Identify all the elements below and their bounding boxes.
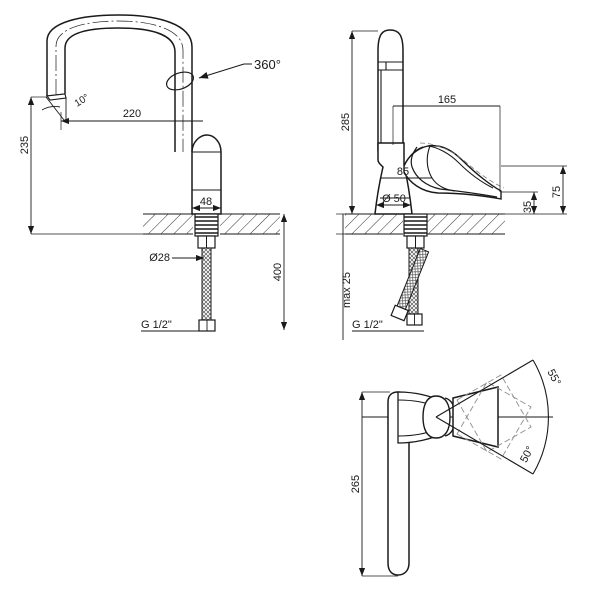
label-reach-220: 220: [123, 108, 141, 120]
view-front-elevation-right: 285 max 25 165 85 Ø 50: [336, 29, 567, 340]
label-body-height-35: 35: [522, 201, 534, 213]
view-side-elevation-left: 360°: [19, 14, 288, 332]
dimension-35: [501, 191, 538, 214]
faucet-body-right: [374, 142, 413, 215]
dimension-10deg: [41, 96, 67, 122]
lever-top-seam: [427, 145, 494, 189]
label-rotation-360: 360°: [254, 57, 281, 72]
handle-phantom-down: [456, 381, 532, 460]
shank-assembly-right: [403, 213, 428, 249]
label-hose-400: 400: [272, 263, 284, 281]
spout-inner-contour: [64, 27, 176, 152]
label-spout-height-75: 75: [551, 186, 563, 198]
label-base-dia-50: Ø 50: [382, 193, 406, 205]
dimension-max25: [336, 213, 348, 340]
label-counter-max25: max 25: [341, 272, 353, 308]
shank-threads-right: [404, 216, 427, 234]
hose-angled-nut: [390, 304, 409, 322]
lever-under-contour: [410, 146, 498, 198]
dimension-265: [358, 391, 398, 577]
hose-braid: [201, 247, 212, 321]
dimension-285: [348, 30, 378, 214]
sector-arc: [532, 359, 549, 475]
spout-centerline: [55, 20, 184, 152]
label-lever-reach-165: 165: [438, 94, 456, 106]
body-outline-right: [374, 142, 413, 215]
dimension-220: [60, 112, 203, 130]
swivel-joint-ellipse: [165, 71, 195, 91]
label-thread-g12-left: G 1/2": [141, 319, 172, 331]
leader-360: [198, 63, 252, 79]
faucet-body-left: [191, 134, 222, 215]
handle-cone-outline: [452, 386, 499, 448]
handle-phantom-up: [456, 374, 532, 453]
sector-radial-down: [435, 416, 534, 475]
lever-neck: [403, 146, 424, 167]
spout-column-outline: [377, 29, 404, 151]
label-total-height-285: 285: [340, 113, 352, 131]
label-height-235: 235: [19, 136, 31, 154]
plan-handle-phantom-positions: [456, 374, 532, 460]
sector-radial-up: [435, 359, 534, 418]
label-shank-dia-28: Ø28: [149, 252, 170, 264]
flexible-hoses-right: [390, 247, 430, 326]
label-plan-length-265: 265: [350, 475, 362, 493]
plan-handle-cone: [452, 386, 499, 448]
shank-threads: [195, 216, 218, 234]
label-thread-g12-right: G 1/2": [352, 319, 383, 331]
plan-swivel-sector: [435, 359, 549, 475]
dimension-75: [501, 165, 567, 215]
dimension-165: [392, 105, 501, 192]
label-handle-offset-85: 85: [397, 166, 409, 178]
label-body-width-48: 48: [200, 196, 212, 208]
dimension-235: [27, 96, 143, 235]
handle-lever-assembly: [403, 144, 502, 200]
spout-column-right: [377, 29, 404, 151]
view-top-plan: 55° 50° 265: [350, 359, 563, 577]
spout-outer-contour: [46, 14, 193, 152]
shank-assembly-left: [194, 213, 219, 249]
